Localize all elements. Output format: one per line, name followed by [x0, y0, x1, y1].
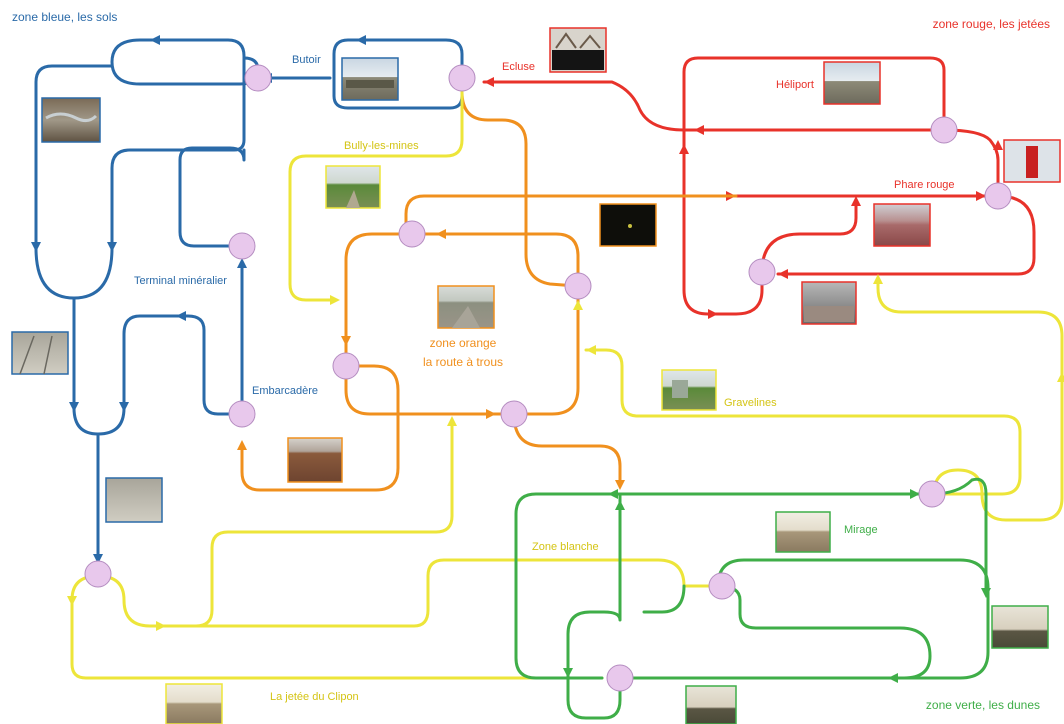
label-butoir: Butoir [292, 54, 321, 66]
photo-rock-pool[interactable] [41, 97, 101, 143]
photo-gravelines[interactable] [661, 369, 717, 411]
yellow-mid-curl [96, 418, 454, 628]
orange-down-green [512, 412, 622, 488]
photo-terminal[interactable] [11, 331, 69, 375]
junction-node[interactable] [984, 182, 1012, 210]
blue-bottom-u [72, 406, 126, 436]
junction-node[interactable] [448, 64, 476, 92]
green-zone-tracks [514, 477, 990, 720]
blue-top-arc [110, 38, 260, 86]
photo-heliport[interactable] [823, 61, 881, 105]
photo-concrete[interactable] [105, 477, 163, 523]
green-outer-loop [514, 492, 622, 680]
photo-thumbnails [11, 27, 1061, 724]
junction-node[interactable] [84, 560, 112, 588]
zone-orange-title-2: la route à trous [423, 355, 503, 369]
photo-clipon[interactable] [165, 683, 223, 724]
label-ecluse: Ecluse [502, 61, 535, 73]
junction-nodes [84, 64, 1012, 692]
yellow-zone-blanche [166, 558, 720, 628]
blue-terminal-u [34, 246, 114, 300]
label-embarcadere: Embarcadère [252, 385, 318, 397]
yellow-arrows [67, 274, 1064, 631]
junction-node[interactable] [564, 272, 592, 300]
photo-ecluse[interactable] [549, 27, 607, 73]
zone-blue-title: zone bleue, les sols [12, 10, 117, 24]
photo-red-wall[interactable] [873, 203, 931, 247]
photo-mirage[interactable] [775, 511, 831, 553]
junction-node[interactable] [332, 352, 360, 380]
labels: zone bleue, les sols zone rouge, les jet… [12, 10, 1050, 712]
green-zone-blanche-u [642, 584, 686, 614]
red-heliport-return [942, 128, 1000, 198]
blue-loop-top-outer [148, 38, 246, 82]
blue-butoir-loop [332, 38, 464, 110]
photo-bully[interactable] [325, 165, 381, 209]
orange-zone-tracks [240, 76, 738, 492]
blue-loop-top [110, 78, 246, 250]
zone-green-title: zone verte, les dunes [926, 698, 1040, 712]
junction-node[interactable] [748, 258, 776, 286]
red-inner-loop [760, 202, 858, 274]
orange-from-bully [460, 76, 578, 288]
label-jetee-clipon: La jetée du Clipon [270, 691, 359, 703]
green-inner-loop [566, 492, 622, 720]
photo-embarcadere[interactable] [287, 437, 343, 483]
photo-orange-road[interactable] [437, 285, 495, 329]
green-arrows [563, 489, 991, 683]
yellow-zone-tracks [70, 76, 1064, 680]
junction-node[interactable] [228, 400, 256, 428]
orange-arrows [237, 229, 625, 490]
blue-left-descent [34, 64, 114, 250]
photo-butoir[interactable] [341, 57, 399, 101]
junction-node[interactable] [606, 664, 634, 692]
photo-night[interactable] [599, 203, 657, 247]
label-phare-rouge: Phare rouge [894, 179, 955, 191]
junction-node[interactable] [930, 116, 958, 144]
photo-dune-bottom[interactable] [685, 685, 737, 724]
green-mirage-loop [630, 558, 990, 680]
yellow-right-loop [876, 276, 1064, 522]
photo-red-road[interactable] [801, 281, 857, 325]
junction-node[interactable] [918, 480, 946, 508]
green-mirage-inner [716, 584, 932, 680]
red-arrows [484, 77, 1003, 319]
green-right-descent [930, 477, 988, 596]
red-ecluse-line [482, 80, 686, 132]
yellow-left-loop [70, 574, 604, 680]
blue-mid-loop [178, 146, 246, 248]
label-terminal: Terminal minéralier [134, 275, 227, 287]
yellow-bully-line [288, 76, 464, 302]
photo-phare[interactable] [1003, 139, 1061, 183]
junction-node[interactable] [228, 232, 256, 260]
yellow-gravelines [584, 348, 1022, 496]
orange-loop-main [344, 232, 580, 416]
red-phare-loop [776, 194, 1036, 276]
blue-emb-left [122, 314, 178, 410]
label-heliport: Héliport [776, 79, 814, 91]
junction-node[interactable] [244, 64, 272, 92]
orange-embarcadere-link [240, 364, 400, 492]
label-bully: Bully-les-mines [344, 140, 419, 152]
blue-emb-inner [174, 314, 244, 416]
zone-red-title: zone rouge, les jetées [933, 17, 1050, 31]
label-zone-blanche: Zone blanche [532, 541, 599, 553]
junction-node[interactable] [708, 572, 736, 600]
zone-orange-title-1: zone orange [430, 336, 497, 350]
junction-node[interactable] [398, 220, 426, 248]
label-mirage: Mirage [844, 524, 878, 536]
junction-node[interactable] [500, 400, 528, 428]
photo-dune-right[interactable] [991, 605, 1049, 649]
orange-top-line [404, 194, 738, 236]
label-gravelines: Gravelines [724, 397, 777, 409]
blue-zone-tracks [34, 38, 464, 562]
